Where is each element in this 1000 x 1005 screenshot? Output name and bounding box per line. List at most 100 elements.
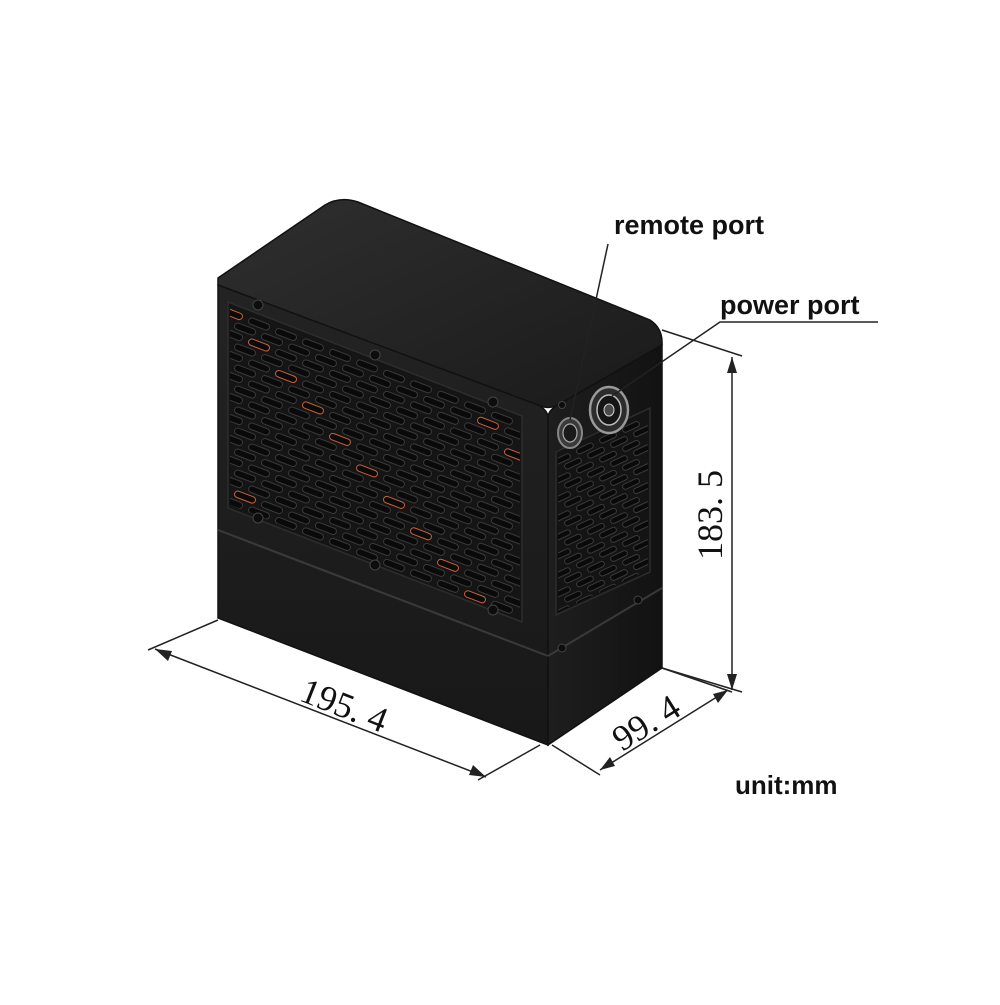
vent-slot xyxy=(342,406,364,420)
vent-slot xyxy=(564,514,582,527)
vent-slot xyxy=(261,480,283,494)
vent-slot xyxy=(230,475,243,489)
vent-slot xyxy=(288,385,310,399)
vent-slot xyxy=(599,469,617,482)
screw-icon xyxy=(487,604,499,616)
vent-slot xyxy=(356,527,378,541)
vent-slot xyxy=(477,416,499,430)
vent-slot xyxy=(633,482,648,495)
vent-slot xyxy=(315,416,337,431)
vent-slot xyxy=(423,458,445,472)
vent-slot xyxy=(491,516,513,530)
vent-slot xyxy=(464,401,486,415)
vent-slot xyxy=(275,369,297,384)
vent-slot xyxy=(230,328,243,342)
vent-slot xyxy=(230,349,243,363)
vent-slot xyxy=(356,401,378,415)
vent-slot xyxy=(342,490,364,504)
vent-slot xyxy=(315,353,337,368)
vent-slot xyxy=(423,416,445,430)
vent-slot xyxy=(383,432,405,446)
vent-slot xyxy=(599,450,617,463)
vent-slot xyxy=(275,474,297,489)
vent-slot xyxy=(396,448,418,462)
vent-slot xyxy=(369,416,391,430)
vent-slot xyxy=(261,438,283,452)
vent-slot xyxy=(288,448,310,462)
vent-slot xyxy=(248,401,270,415)
callout-leaders xyxy=(569,243,878,421)
vent-slot xyxy=(230,307,243,321)
vent-slot xyxy=(248,359,270,373)
vent-slot xyxy=(558,529,571,542)
vent-slot xyxy=(633,558,648,571)
vent-slot xyxy=(450,448,472,462)
vent-slot xyxy=(477,584,499,598)
vent-slot xyxy=(576,575,594,588)
vent-slot xyxy=(315,395,337,410)
vent-slot xyxy=(369,479,391,493)
vent-slot xyxy=(423,500,445,514)
vent-slot xyxy=(423,563,445,577)
vent-slot xyxy=(504,595,520,609)
vent-slot xyxy=(342,385,364,399)
vent-slot xyxy=(234,469,256,483)
vent-slot xyxy=(564,476,582,489)
vent-slot xyxy=(504,553,520,567)
vent-slot xyxy=(248,485,270,499)
vent-slot xyxy=(261,375,283,389)
vent-slot xyxy=(329,453,351,467)
vent-slot xyxy=(396,469,418,483)
vent-slot xyxy=(383,390,405,404)
vent-slot xyxy=(464,590,486,604)
screws xyxy=(252,299,643,653)
vent-slot xyxy=(248,380,270,394)
vent-slot xyxy=(369,437,391,451)
vent-slot xyxy=(587,560,605,573)
vent-slot xyxy=(261,501,283,515)
vent-slot xyxy=(329,390,351,404)
dimension-arrowheads xyxy=(155,357,737,777)
vent-slot xyxy=(234,448,256,462)
vent-slot xyxy=(234,322,256,336)
vent-slot xyxy=(633,463,648,476)
vent-slot xyxy=(564,590,582,603)
unit-label: unit:mm xyxy=(735,770,838,800)
vent-slot xyxy=(450,469,472,483)
vent-slot xyxy=(302,422,324,436)
vent-slot xyxy=(410,569,432,583)
vent-slot xyxy=(477,563,499,577)
vent-slot xyxy=(383,516,405,530)
vent-slot xyxy=(504,511,520,525)
vent-slot xyxy=(610,512,628,524)
vent-slot xyxy=(383,558,405,572)
vent-slot xyxy=(261,396,283,410)
vent-slot xyxy=(437,453,459,467)
vent-slot xyxy=(369,521,391,535)
vent-slot xyxy=(437,390,459,404)
vent-slot xyxy=(356,443,378,457)
vent-slot xyxy=(248,464,270,478)
vent-slot xyxy=(633,539,648,552)
screw-icon xyxy=(252,299,264,311)
vent-slot xyxy=(633,425,648,438)
vent-slot xyxy=(342,532,364,546)
vent-slot xyxy=(622,554,640,566)
vent-slot xyxy=(558,472,571,485)
vent-slot xyxy=(302,485,324,499)
vent-slot xyxy=(558,453,571,466)
vent-slot xyxy=(410,485,432,499)
vent-slot xyxy=(437,558,459,572)
vent-slot xyxy=(410,506,432,520)
vent-slot xyxy=(369,458,391,472)
vent-slot xyxy=(610,455,628,467)
vent-slot xyxy=(477,479,499,493)
vent-slot xyxy=(491,495,513,509)
vent-slot xyxy=(599,545,617,558)
vent-slot xyxy=(633,520,648,533)
vent-slot xyxy=(383,495,405,509)
vent-slot xyxy=(302,443,324,457)
vent-slot xyxy=(450,574,472,588)
vent-slot xyxy=(356,548,378,562)
vent-slot xyxy=(491,537,513,551)
